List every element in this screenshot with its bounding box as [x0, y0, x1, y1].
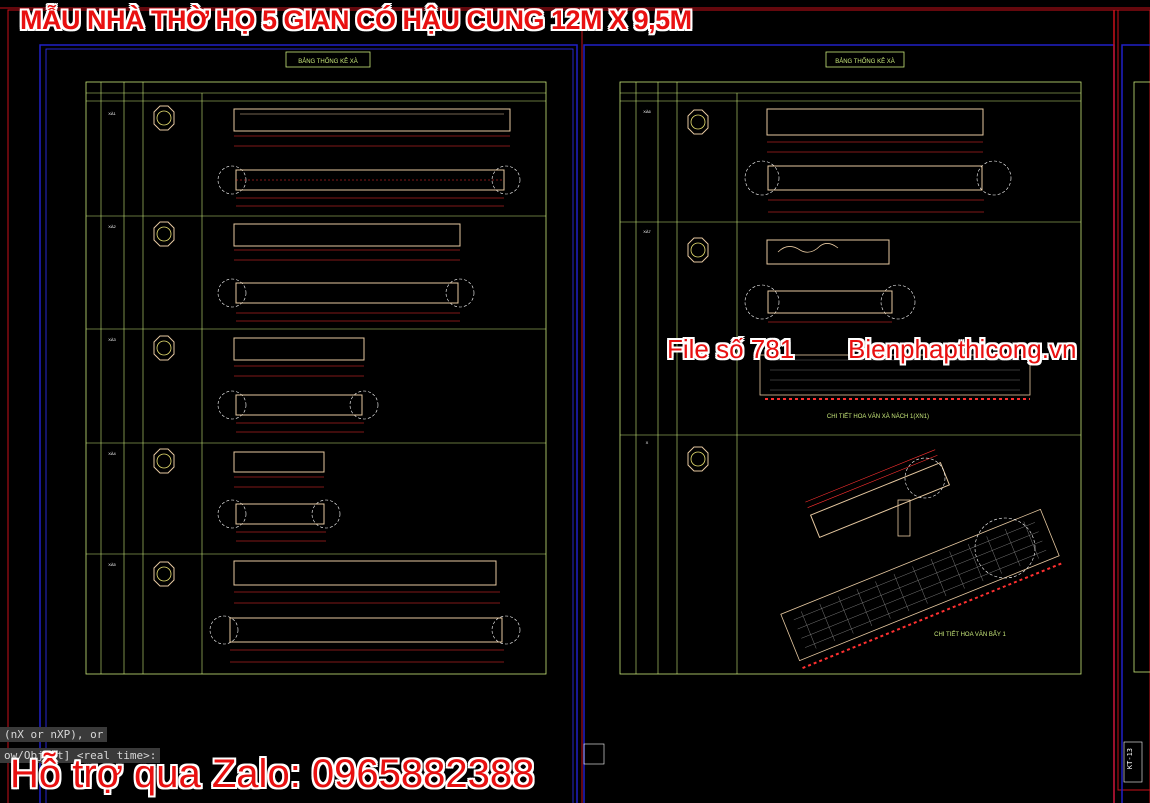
middle-caption-2: CHI TIẾT HOA VĂN BẨY 1	[934, 631, 1006, 638]
watermark-title: MẪU NHÀ THỜ HỌ 5 GIAN CÓ HẬU CUNG 12M X …	[20, 5, 692, 35]
middle-row-code-2: XÀ7	[643, 229, 651, 234]
left-row-code-3: XÀ3	[108, 337, 116, 342]
left-row-4-drawing	[153, 448, 341, 542]
page-frames	[0, 7, 1150, 803]
middle-row-3-drawing: CHI TIẾT HOA VĂN BẨY 1	[687, 446, 1063, 669]
left-sheet: BẢNG THỐNG KÊ XÀ XÀ1 XÀ2 XÀ3 XÀ4 XÀ5	[85, 51, 547, 675]
right-sheet-tag: KT-13	[1126, 748, 1134, 770]
left-row-code-2: XÀ2	[108, 224, 116, 229]
middle-sheet-heading: BẢNG THỐNG KÊ XÀ	[835, 57, 895, 65]
command-line-history-1: (nX or nXP), or	[0, 727, 108, 742]
left-row-code-5: XÀ5	[108, 562, 116, 567]
middle-row-1-drawing	[687, 108, 1012, 213]
left-row-code-4: XÀ4	[108, 451, 116, 456]
watermark-zalo: Hỗ trợ qua Zalo: 0965882388	[10, 752, 535, 796]
middle-row-2-drawing: CHI TIẾT HOA VĂN XÀ NÁCH 1(XN1)	[687, 237, 1031, 420]
watermark-site: Bienphapthicong.vn	[848, 334, 1077, 364]
left-row-code-1: XÀ1	[108, 111, 116, 116]
command-line-history-2: ow/Object] <real time>:	[0, 748, 161, 763]
left-sheet-heading: BẢNG THỐNG KÊ XÀ	[298, 57, 358, 65]
left-row-5-drawing	[153, 560, 521, 663]
middle-row-code-3: X	[646, 440, 649, 445]
left-row-1-drawing	[153, 105, 521, 207]
middle-sheet: BẢNG THỐNG KÊ XÀ XÀ6 XÀ7 X	[619, 51, 1082, 675]
watermark-file-label: File số 781	[667, 334, 795, 364]
left-row-2-drawing	[153, 221, 475, 322]
left-row-3-drawing	[153, 335, 379, 433]
middle-caption-1: CHI TIẾT HOA VĂN XÀ NÁCH 1(XN1)	[827, 413, 929, 420]
middle-row-code-1: XÀ6	[643, 109, 651, 114]
